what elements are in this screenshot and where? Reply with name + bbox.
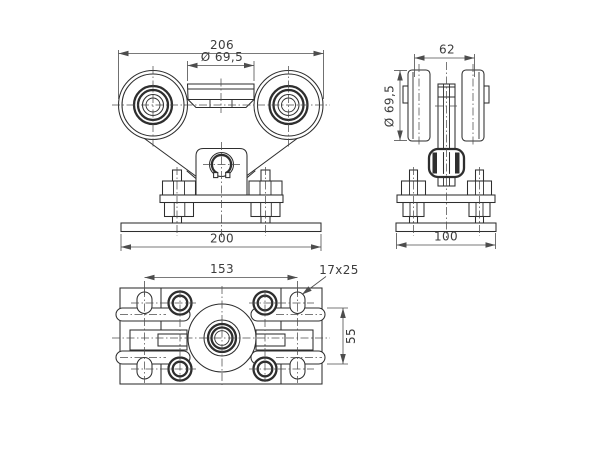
base-plate (120, 222, 322, 233)
bolt-right (248, 169, 283, 225)
dim-label-153: 153 (210, 262, 234, 276)
dim-top-roller-span: 55 (327, 307, 358, 365)
dim-front-roller-diameter: Ø 69,5 (187, 50, 255, 81)
circlip-ear (225, 172, 231, 179)
side-centerlines (413, 62, 480, 238)
dim-front-overall-width: 206 (118, 38, 324, 99)
carrier-arms (140, 135, 302, 180)
dim-label-17x25: 17x25 (319, 263, 359, 277)
dim-top-slot-size: 17x25 (301, 263, 359, 295)
dim-label-dia-69-5: Ø 69,5 (201, 50, 243, 64)
side-bushing (427, 147, 466, 179)
dim-top-slot-spacing: 153 (144, 262, 298, 295)
side-base-plate (395, 222, 497, 233)
dim-label-dia-69-5-side: Ø 69,5 (383, 85, 397, 127)
side-bolt-left (400, 169, 427, 225)
dim-side-pair-width: 62 (414, 43, 475, 77)
dim-label-62: 62 (439, 43, 455, 57)
dim-label-100: 100 (434, 230, 458, 244)
top-centerlines (112, 286, 330, 386)
side-mounting-plate (396, 194, 496, 204)
front-view: 206 Ø 69,5 200 (112, 38, 330, 251)
circlip-ear (213, 172, 219, 179)
dim-side-base-width: 100 (396, 230, 496, 249)
side-view: 62 Ø 69,5 100 (383, 43, 497, 249)
dim-label-55: 55 (344, 328, 358, 344)
bolt-left (161, 169, 197, 225)
dim-side-roller-diameter: Ø 69,5 (383, 70, 407, 141)
dim-front-base-width: 200 (120, 232, 322, 251)
front-centerlines (112, 66, 330, 238)
top-view: 153 17x25 55 (112, 262, 359, 386)
dim-label-200: 200 (210, 232, 234, 246)
dim-label-206: 206 (210, 38, 234, 52)
